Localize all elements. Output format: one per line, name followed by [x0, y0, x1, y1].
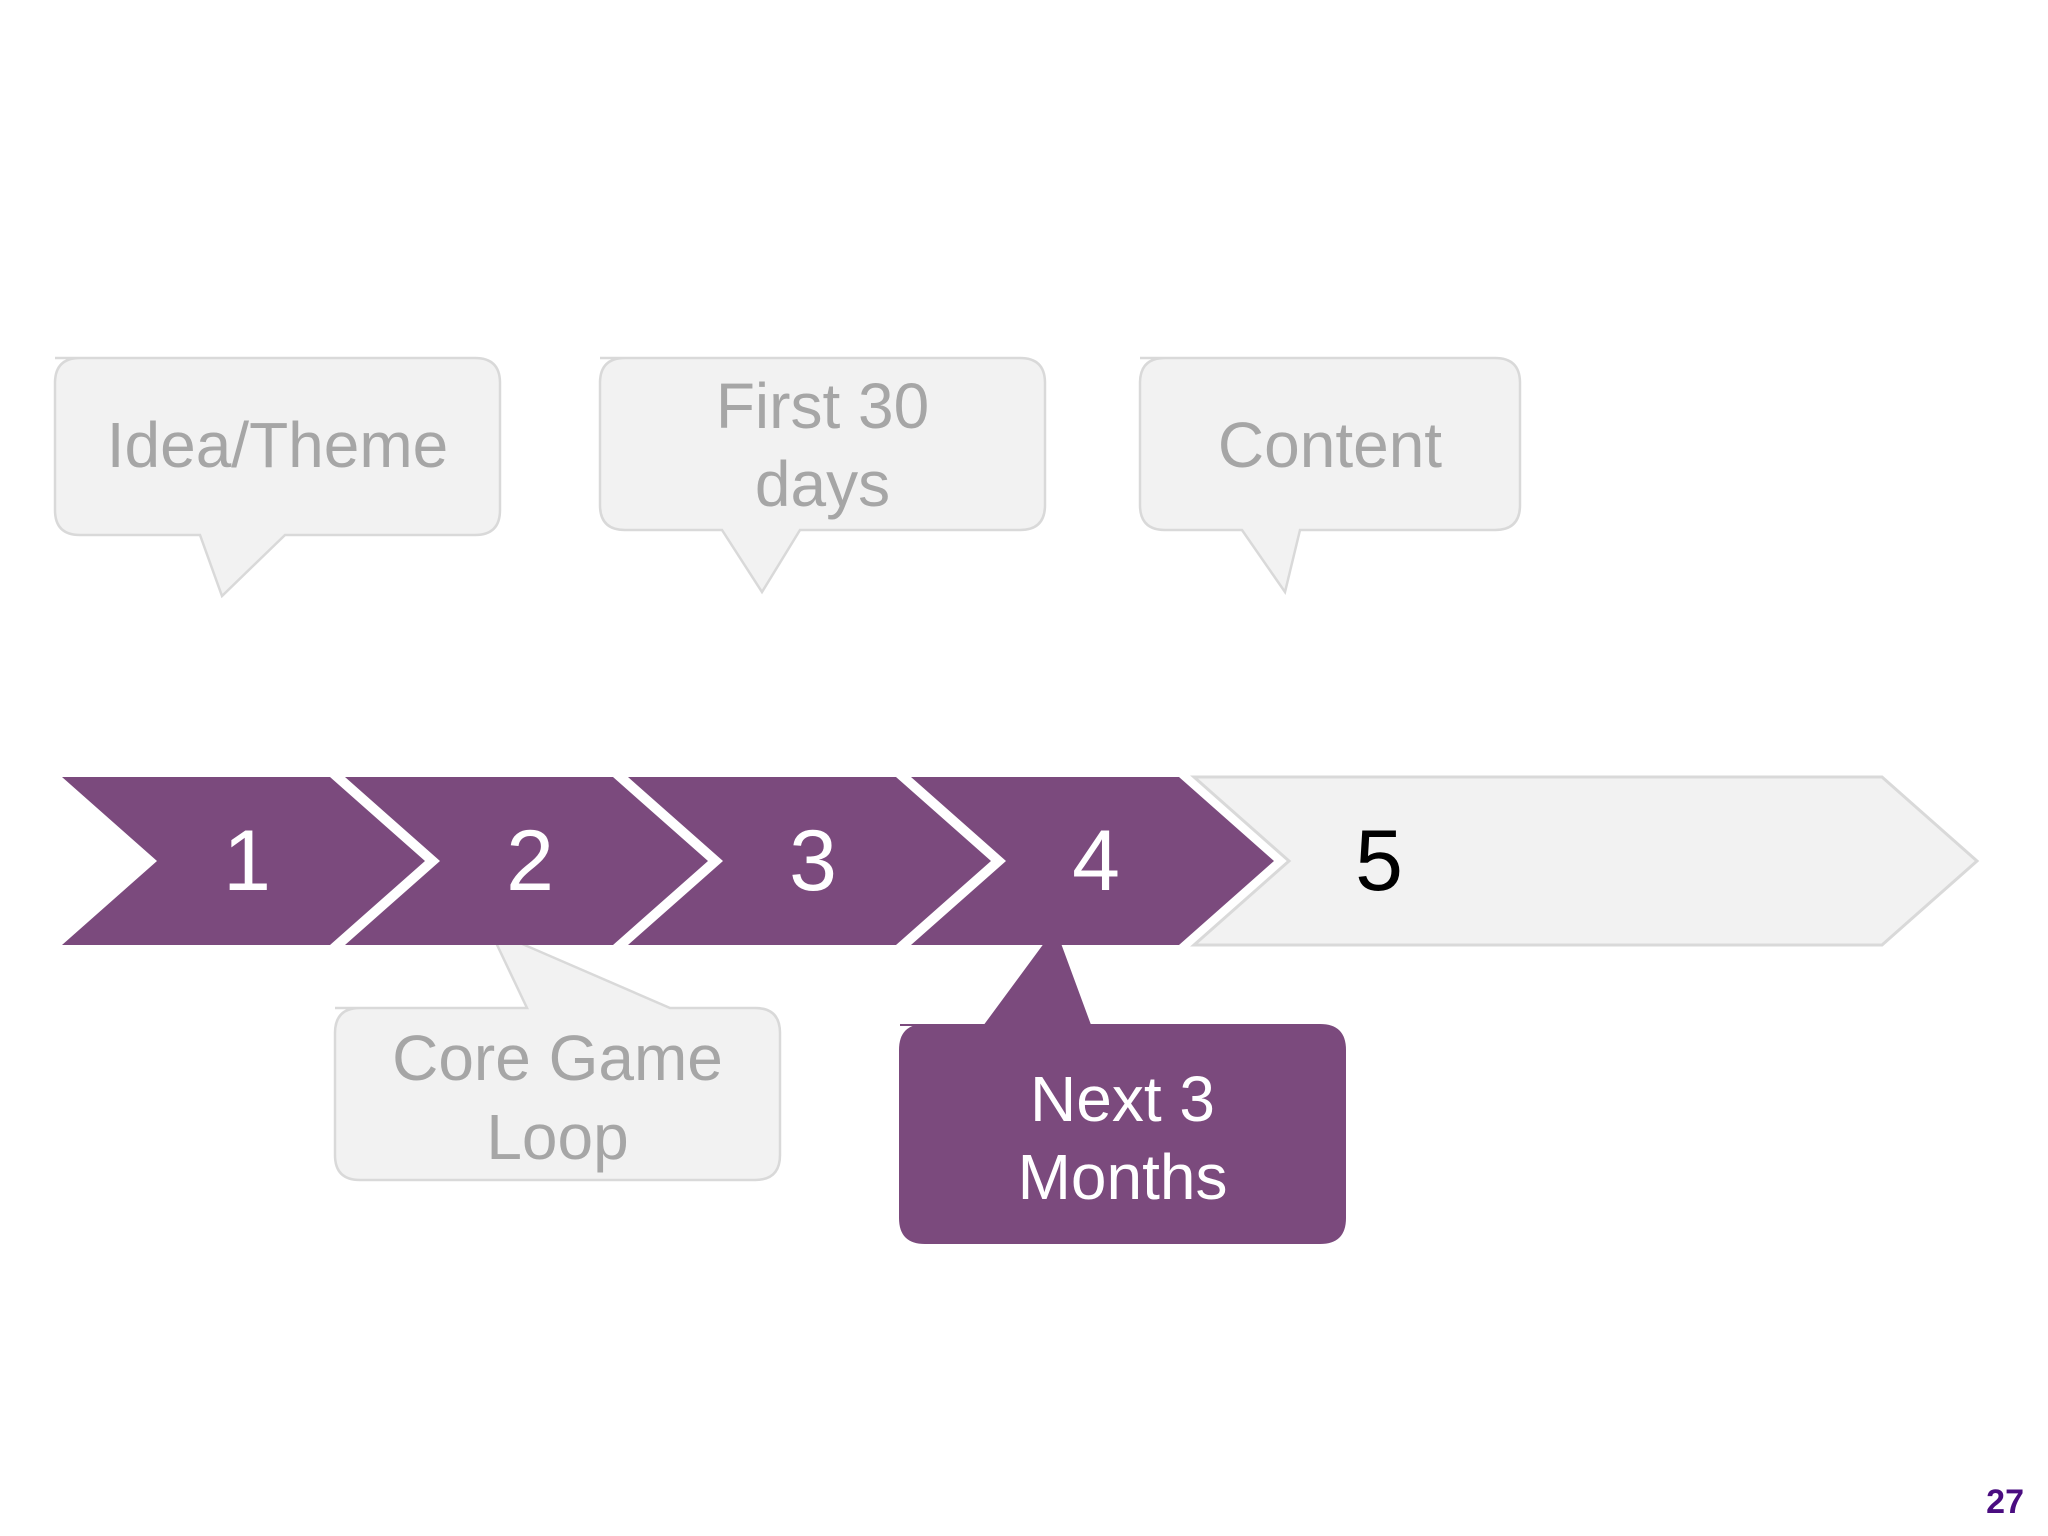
- chevron-step-1[interactable]: [62, 777, 425, 945]
- callout-first-30-days-shape[interactable]: [598, 356, 1047, 595]
- chevron-step-3[interactable]: [628, 777, 991, 945]
- chevron-step-5[interactable]: [1190, 775, 1980, 947]
- callout-content-shape[interactable]: [1138, 356, 1522, 596]
- chevron-step-4[interactable]: [911, 777, 1274, 945]
- callout-next-3-months-shape[interactable]: [899, 927, 1346, 1244]
- callout-idea-theme-shape[interactable]: [53, 356, 502, 599]
- chevron-step-2[interactable]: [345, 777, 708, 945]
- page-number: 27: [1986, 1483, 2024, 1521]
- callout-core-game-loop-shape[interactable]: [333, 927, 782, 1182]
